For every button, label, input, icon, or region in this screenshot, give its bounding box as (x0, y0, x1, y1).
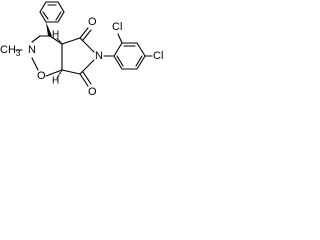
atom-label-h-top: H (52, 30, 59, 41)
aryl-double-bond (135, 55, 143, 67)
c6-c6a-bond (61, 69, 81, 75)
atom-label-cl-para: Cl (153, 50, 163, 62)
aryl-double-bond (116, 55, 124, 67)
c3a-c4-bond (61, 37, 81, 45)
dichlorophenyl-ring-outline (113, 42, 146, 70)
atom-label-o-ring: O (37, 70, 46, 82)
atom-label-o-carbonyl-bottom: O (88, 86, 97, 98)
methyl-subscript: 3 (16, 49, 21, 58)
atom-label-n-imide: N (95, 50, 103, 62)
chemical-structure-diagram: Cl Cl N N O O O CH3 H H (0, 1, 163, 98)
atom-label-h-bottom: H (52, 76, 59, 87)
c4-carbonyl-bond-2 (82, 29, 92, 41)
c6-carbonyl-bond (79, 73, 89, 87)
phenyl-double-bond (55, 11, 62, 21)
phenyl-ring-outline (39, 1, 65, 23)
atom-label-n-methyl: N (28, 44, 36, 56)
o1-n2-bond (31, 57, 39, 71)
imide-ring (61, 27, 95, 87)
atom-label-methyl: CH3 (0, 44, 21, 58)
atom-label-cl-ortho: Cl (112, 21, 122, 33)
atom-label-o-carbonyl-top: O (88, 16, 97, 28)
hash-bond-c3a (56, 37, 63, 45)
phenyl-ring (39, 1, 65, 23)
c4-n5-bond (79, 37, 95, 53)
n2-c3-bond (31, 35, 41, 43)
isoxazolidine-ring (15, 35, 63, 77)
hash-bond-c6a (56, 69, 63, 79)
phenyl-wedge-bond (46, 22, 52, 36)
c4-carbonyl-bond (79, 27, 89, 39)
methyl-text: CH (0, 44, 16, 56)
stereo-hash-bonds (56, 37, 63, 79)
ortho-cl-bond (117, 33, 123, 44)
c3-c3a-bond (49, 35, 63, 45)
n5-c6-bond (79, 59, 95, 75)
c6a-o1-bond (45, 69, 63, 77)
phenyl-double-bond (42, 11, 49, 20)
c6-carbonyl-bond-2 (82, 71, 92, 85)
dichlorophenyl-ring (113, 33, 153, 70)
